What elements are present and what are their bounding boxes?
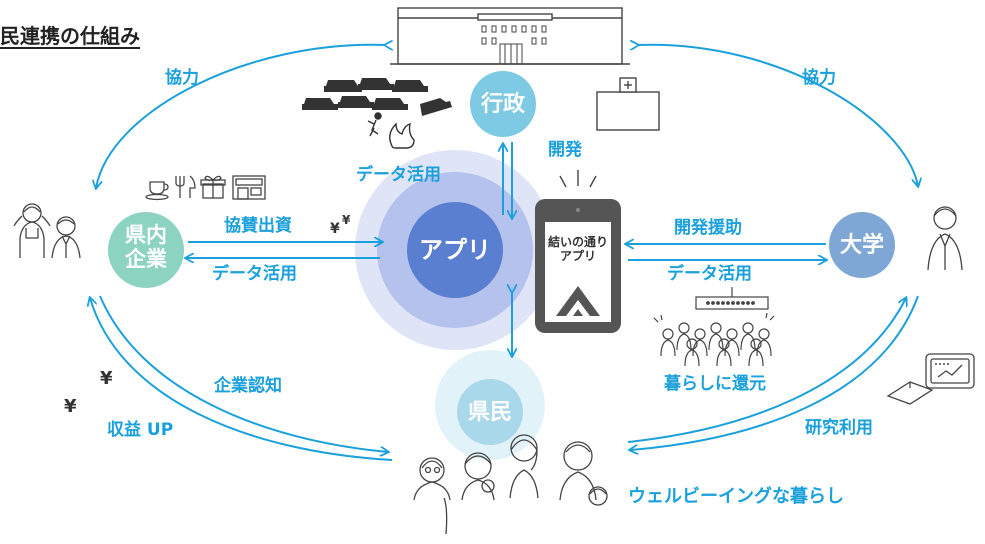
label-data-katsuyo-left: データ活用 xyxy=(212,264,297,284)
node-app: アプリ xyxy=(419,236,491,264)
gyosei-circle xyxy=(470,71,536,137)
cafe-icon xyxy=(145,181,169,201)
label-kenkyu-riyo: 研究利用 xyxy=(805,418,873,438)
yen-symbol-2: ¥ xyxy=(342,213,351,227)
arrow-daigaku-kenmin-1 xyxy=(630,295,919,450)
smartphone-icon xyxy=(535,199,621,333)
label-data-katsuyo-right: データ活用 xyxy=(667,264,752,284)
phone-screen-line2: アプリ xyxy=(559,248,596,263)
node-daigaku: 大学 xyxy=(839,233,884,258)
daigaku-circle xyxy=(829,212,895,278)
researcher-icon xyxy=(927,206,963,271)
label-kurashi-kangen: 暮らしに還元 xyxy=(664,374,766,394)
arrow-kigyo-kenmin-1 xyxy=(99,295,388,452)
label-kaihatsu: 開発 xyxy=(548,140,582,160)
phone-screen-line1: 結いの通り xyxy=(547,235,608,249)
label-kyosan-shushi: 協賛出資 xyxy=(224,216,292,236)
node-kennai-kigyo-line1: 県内 xyxy=(125,223,167,247)
cars-icon xyxy=(302,78,452,116)
government-building-icon xyxy=(390,7,630,65)
shop-icon xyxy=(232,175,266,200)
arrows xyxy=(90,45,919,461)
crowd-icon xyxy=(653,287,775,367)
app-circle xyxy=(407,202,503,298)
gift-icon xyxy=(200,175,226,199)
label-data-katsuyo-top: データ活用 xyxy=(356,165,441,185)
arrow-kyoryoku-left xyxy=(96,45,385,188)
node-kennai-kigyo-line2: 企業 xyxy=(125,247,167,272)
yen-symbol-3: ¥ xyxy=(100,368,113,389)
label-kyoryoku-left: 協力 xyxy=(165,68,199,88)
family-icon xyxy=(413,434,608,535)
hospital-icon xyxy=(596,77,660,131)
businesspeople-icon xyxy=(13,203,81,259)
page-title: 民連携の仕組み xyxy=(0,24,140,48)
restaurant-icon xyxy=(175,175,196,198)
arrow-daigaku-kenmin-2 xyxy=(627,298,906,443)
node-kenmin: 県民 xyxy=(467,400,512,425)
label-kaihatsu-enjo: 開発援助 xyxy=(674,218,742,238)
label-shueki-up: 収益 UP xyxy=(107,420,174,440)
book-chart-icon xyxy=(886,353,975,405)
label-wellbeing: ウェルビーイングな暮らし xyxy=(628,486,844,507)
label-kigyo-ninchi: 企業認知 xyxy=(214,376,282,396)
phone-screen-text: 結いの通り アプリ xyxy=(545,235,611,264)
kenmin-circle xyxy=(457,379,523,445)
arrow-kyoryoku-right xyxy=(638,45,918,186)
fire-accident-icon xyxy=(367,112,415,149)
node-kennai-kigyo: 県内 企業 xyxy=(110,223,182,271)
yen-symbol-4: ¥ xyxy=(64,396,77,417)
phone-sparkle-icon xyxy=(559,170,597,188)
label-kyoryoku-right: 協力 xyxy=(802,68,836,88)
yen-symbol-1: ¥ xyxy=(330,221,340,237)
arrow-kigyo-kenmin-2 xyxy=(90,298,393,461)
node-gyosei: 行政 xyxy=(480,92,525,117)
kigyo-circle xyxy=(108,212,184,288)
